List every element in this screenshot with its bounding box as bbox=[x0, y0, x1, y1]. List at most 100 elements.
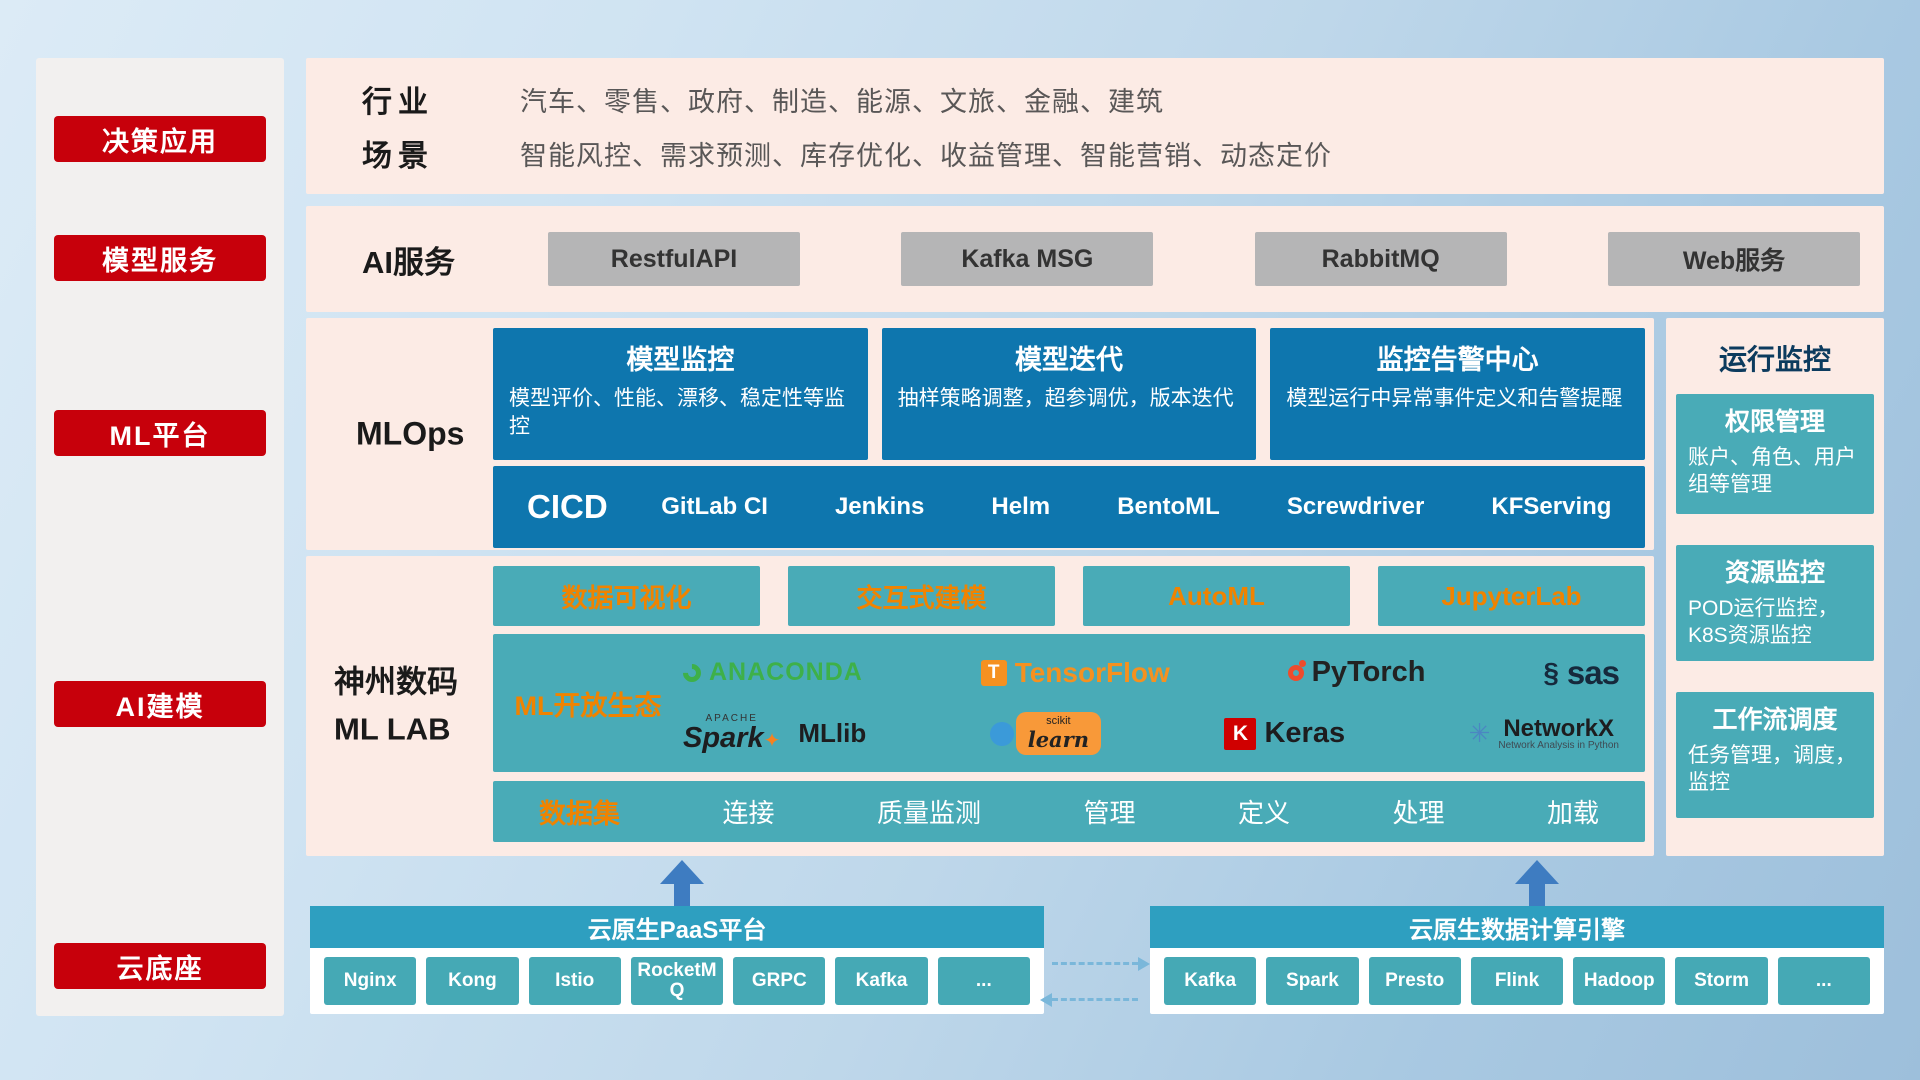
arrow-stem bbox=[1529, 884, 1545, 906]
paas-header: 云原生PaaS平台 bbox=[310, 906, 1044, 948]
logo-row-1: ANACONDA T TensorFlow PyTorch § sas bbox=[679, 642, 1620, 703]
ai-service-chip-row: RestfulAPI Kafka MSG RabbitMQ Web服务 bbox=[548, 232, 1860, 286]
pytorch-logo: PyTorch bbox=[1287, 656, 1426, 689]
arrow-stem bbox=[674, 884, 690, 906]
scikit-top-label: scikit bbox=[1046, 715, 1071, 727]
mllab-feature-row: 数据可视化 交互式建模 AutoML JupyterLab bbox=[493, 566, 1645, 626]
chip-spark: Spark bbox=[1266, 957, 1359, 1005]
ml-ecosystem-box: ML开放生态 ANACONDA T TensorFlow PyTorch bbox=[493, 634, 1645, 772]
mlops-label: MLOps bbox=[356, 415, 465, 452]
model-iteration-card: 模型迭代 抽样策略调整，超参调优，版本迭代 bbox=[881, 328, 1257, 460]
scikit-circle-icon bbox=[989, 721, 1014, 746]
chip-more: ... bbox=[1777, 957, 1870, 1005]
cicd-label: CICD bbox=[527, 488, 608, 525]
card-desc: 模型运行中异常事件定义和告警提醒 bbox=[1286, 387, 1623, 410]
tool-gitlab-ci: GitLab CI bbox=[661, 493, 768, 520]
mllab-label-line2: ML LAB bbox=[334, 711, 451, 746]
feature-interactive-modeling: 交互式建模 bbox=[788, 566, 1055, 626]
sidebar-item-cloud-base: 云底座 bbox=[54, 943, 266, 989]
chip-more: ... bbox=[937, 957, 1030, 1005]
ml-ecosystem-logos: ANACONDA T TensorFlow PyTorch § sas bbox=[679, 634, 1645, 772]
dataset-item-connect: 连接 bbox=[722, 798, 775, 828]
chip-grpc: GRPC bbox=[733, 957, 826, 1005]
tensorflow-wordmark: TensorFlow bbox=[1014, 656, 1170, 688]
model-monitoring-card: 模型监控 模型评价、性能、漂移、稳定性等监控 bbox=[493, 328, 868, 460]
dataset-label: 数据集 bbox=[539, 799, 620, 829]
dashed-arrow-left-icon bbox=[1040, 993, 1138, 1007]
scene-values: 智能风控、需求预测、库存优化、收益管理、智能营销、动态定价 bbox=[520, 140, 1332, 171]
card-title: 权限管理 bbox=[1724, 408, 1825, 436]
feature-data-visualization: 数据可视化 bbox=[493, 566, 760, 626]
resource-monitor-card: 资源监控 POD运行监控，K8S资源监控 bbox=[1676, 545, 1874, 661]
cicd-tool-row: GitLab CI Jenkins Helm BentoML Screwdriv… bbox=[628, 493, 1645, 521]
industry-scene-panel: 行业 汽车、零售、政府、制造、能源、文旅、金融、建筑 场景 智能风控、需求预测、… bbox=[306, 58, 1884, 194]
tensorflow-icon: T bbox=[980, 659, 1007, 686]
networkx-logo: ✳ NetworkX Network Analysis in Python bbox=[1468, 714, 1619, 751]
dataset-bar: 数据集 连接 质量监测 管理 定义 处理 加载 bbox=[493, 781, 1645, 842]
scikit-wordmark: learn bbox=[1027, 727, 1089, 752]
chip-hadoop: Hadoop bbox=[1573, 957, 1666, 1005]
pytorch-wordmark: PyTorch bbox=[1311, 656, 1426, 688]
apache-spark-stack: APACHE Spark✦ bbox=[683, 714, 780, 753]
pytorch-flame-icon bbox=[1287, 659, 1306, 681]
ai-service-panel: AI服务 RestfulAPI Kafka MSG RabbitMQ Web服务 bbox=[306, 206, 1884, 312]
card-desc: 抽样策略调整，超参调优，版本迭代 bbox=[897, 387, 1234, 410]
tool-kfserving: KFServing bbox=[1491, 493, 1612, 520]
card-desc: 账户、角色、用户组等管理 bbox=[1688, 446, 1856, 497]
networkx-wordmark: NetworkX bbox=[1503, 714, 1615, 742]
runtime-monitor-panel: 运行监控 权限管理 账户、角色、用户组等管理 资源监控 POD运行监控，K8S资… bbox=[1666, 318, 1884, 856]
card-desc: 任务管理，调度，监控 bbox=[1688, 744, 1856, 795]
anaconda-ring-icon bbox=[679, 659, 705, 686]
tool-helm: Helm bbox=[991, 493, 1051, 520]
permission-card: 权限管理 账户、角色、用户组等管理 bbox=[1676, 394, 1874, 514]
sas-wordmark: sas bbox=[1566, 653, 1620, 691]
spark-star-icon: ✦ bbox=[763, 730, 781, 752]
mlops-card-row: 模型监控 模型评价、性能、漂移、稳定性等监控 模型迭代 抽样策略调整，超参调优，… bbox=[493, 328, 1646, 460]
sidebar-item-decision-apps: 决策应用 bbox=[54, 116, 266, 162]
networkx-graph-icon: ✳ bbox=[1468, 718, 1491, 748]
paas-group: 云原生PaaS平台 Nginx Kong Istio RocketMQ GRPC… bbox=[310, 906, 1044, 1014]
industry-label: 行业 bbox=[362, 86, 434, 119]
networkx-stack: NetworkX Network Analysis in Python bbox=[1498, 714, 1619, 751]
card-desc: 模型评价、性能、漂移、稳定性等监控 bbox=[509, 387, 845, 439]
anaconda-wordmark: ANACONDA bbox=[709, 658, 863, 686]
feature-jupyterlab: JupyterLab bbox=[1378, 566, 1645, 626]
mllab-label: 神州数码 ML LAB bbox=[334, 660, 489, 753]
card-title: 模型监控 bbox=[626, 345, 735, 375]
dataset-item-process: 处理 bbox=[1392, 798, 1445, 828]
chip-nginx: Nginx bbox=[324, 957, 417, 1005]
apache-label: APACHE bbox=[705, 713, 758, 724]
card-desc: POD运行监控，K8S资源监控 bbox=[1688, 597, 1839, 648]
service-chip-restfulapi: RestfulAPI bbox=[548, 232, 800, 286]
card-title: 工作流调度 bbox=[1712, 706, 1838, 734]
ai-service-label: AI服务 bbox=[362, 244, 455, 280]
data-engine-group: 云原生数据计算引擎 Kafka Spark Presto Flink Hadoo… bbox=[1150, 906, 1884, 1014]
dataset-item-manage: 管理 bbox=[1083, 798, 1136, 828]
feature-automl: AutoML bbox=[1083, 566, 1350, 626]
scene-label: 场景 bbox=[362, 140, 434, 173]
service-chip-web: Web服务 bbox=[1607, 232, 1860, 286]
cicd-bar: CICD GitLab CI Jenkins Helm BentoML Scre… bbox=[493, 466, 1645, 548]
sas-swirl-icon: § bbox=[1543, 656, 1559, 688]
scikit-blob: scikit learn bbox=[1015, 712, 1101, 755]
chip-flink: Flink bbox=[1470, 957, 1564, 1005]
mlops-panel: MLOps 模型监控 模型评价、性能、漂移、稳定性等监控 模型迭代 抽样策略调整… bbox=[306, 318, 1654, 550]
mllib-wordmark: MLlib bbox=[798, 718, 867, 748]
sidebar-item-ml-platform: ML平台 bbox=[54, 410, 266, 456]
dashed-arrow-right-icon bbox=[1052, 957, 1150, 971]
dataset-item-quality: 质量监测 bbox=[876, 798, 981, 828]
card-title: 监控告警中心 bbox=[1376, 345, 1539, 375]
sidebar-item-ai-modeling: AI建模 bbox=[54, 681, 266, 727]
mllab-panel: 神州数码 ML LAB 数据可视化 交互式建模 AutoML JupyterLa… bbox=[306, 556, 1654, 856]
tool-bentoml: BentoML bbox=[1117, 493, 1220, 520]
tool-jenkins: Jenkins bbox=[834, 493, 925, 520]
alert-center-card: 监控告警中心 模型运行中异常事件定义和告警提醒 bbox=[1270, 328, 1646, 460]
arrow-head bbox=[1515, 860, 1559, 884]
dataset-item-load: 加载 bbox=[1546, 798, 1599, 828]
chip-kafka: Kafka bbox=[1164, 957, 1257, 1005]
card-title: 模型迭代 bbox=[1015, 345, 1123, 375]
scikit-learn-logo: scikit learn bbox=[989, 712, 1101, 755]
industry-values: 汽车、零售、政府、制造、能源、文旅、金融、建筑 bbox=[520, 86, 1164, 117]
mllab-label-line1: 神州数码 bbox=[334, 664, 458, 700]
